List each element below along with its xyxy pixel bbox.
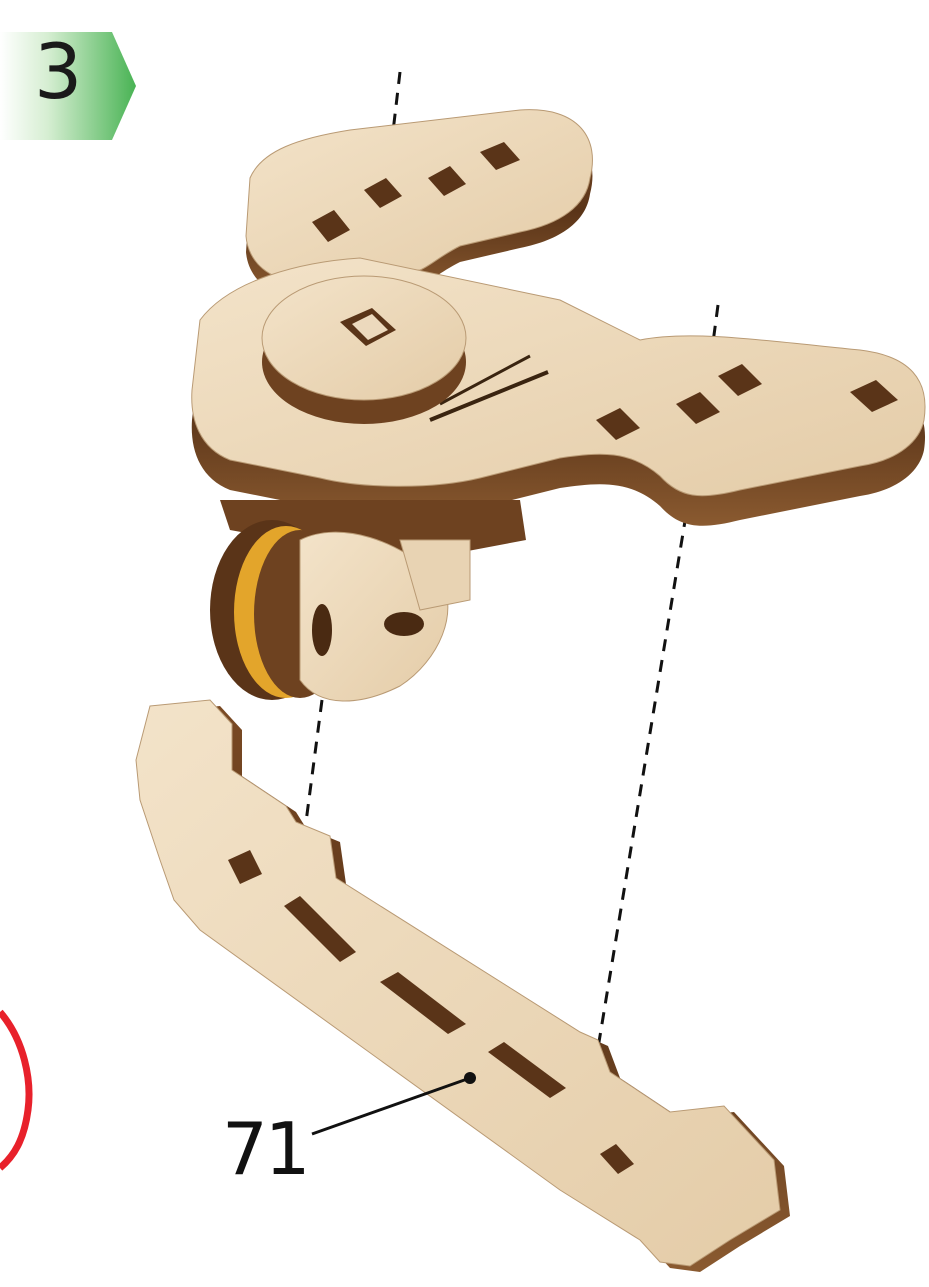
part-number-label: 71: [222, 1113, 308, 1185]
hub-disc: [262, 276, 466, 424]
step-number: 3: [34, 34, 82, 110]
wheel-assembly: [210, 500, 526, 701]
red-ring-mark: [0, 1012, 29, 1168]
